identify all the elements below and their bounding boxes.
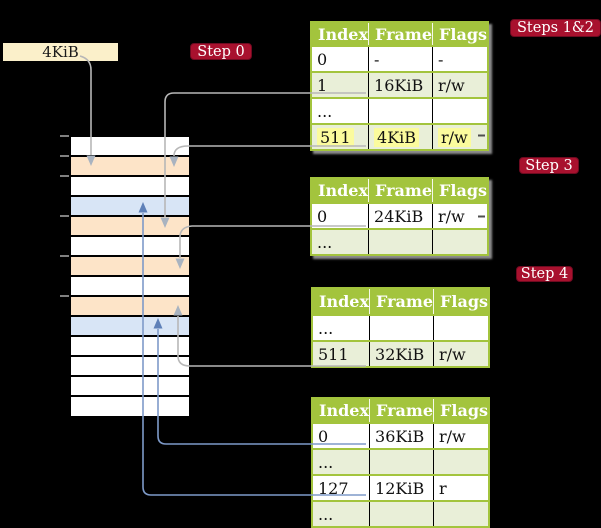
memory-row-9 [71, 297, 189, 317]
cell-frame [369, 448, 435, 475]
highlighted-value: 4KiB [374, 127, 420, 147]
highlighted-value: r/w [438, 127, 471, 147]
badge-step-0-label: Step 0 [197, 43, 245, 60]
memory-row-13 [71, 377, 189, 397]
cell-flags: - [432, 45, 489, 72]
header-index: Index [311, 22, 370, 46]
page-table-step-4-lower: Index Frame Flags 0 36KiB r/w ... 127 12… [311, 397, 491, 528]
cell-index: ... [311, 228, 370, 255]
cell-frame [368, 97, 434, 124]
cell-index: ... [311, 97, 370, 124]
table-header-row: Index Frame Flags [311, 22, 489, 46]
cell-frame: 16KiB [368, 71, 434, 98]
table-row: 511 32KiB r/w [312, 340, 490, 367]
cell-frame: 36KiB [369, 422, 435, 449]
cell-index: 511 [312, 340, 371, 367]
badge-step-4-label: Step 4 [520, 266, 569, 282]
header-flags: Flags [432, 178, 489, 203]
badge-step-3: Step 3 [519, 157, 579, 174]
cell-flags: r/w [433, 422, 490, 449]
cell-index: 511 [311, 123, 370, 150]
cell-flags [432, 97, 489, 124]
cell-frame [369, 314, 435, 341]
cell-flags: r/w [433, 340, 490, 367]
header-frame: Frame [369, 288, 435, 315]
page-table-step-3: Index Frame Flags 0 24KiB r/w ... [310, 177, 490, 256]
cell-frame [369, 500, 435, 527]
free-frame-size-label: 4KiB [42, 43, 79, 61]
cell-frame: 24KiB [368, 202, 434, 229]
cell-flags: r/w [432, 123, 489, 150]
cell-flags [433, 314, 490, 341]
physical-memory-stack [69, 135, 191, 418]
header-flags: Flags [433, 398, 490, 423]
table-row: ... [311, 97, 489, 124]
memory-row-10 [71, 317, 189, 337]
memory-row-8 [71, 277, 189, 297]
cell-flags [433, 500, 490, 527]
badge-step-0: Step 0 [190, 43, 252, 60]
free-frame-size-box: 4KiB [2, 42, 119, 62]
table-row: ... [312, 500, 490, 527]
header-flags: Flags [432, 22, 489, 46]
memory-row-11 [71, 337, 189, 357]
cell-index: 0 [311, 45, 370, 72]
cell-index: ... [312, 500, 371, 527]
badge-step-4: Step 4 [516, 266, 573, 282]
table-row: 1 16KiB r/w [311, 71, 489, 98]
header-frame: Frame [368, 22, 434, 46]
cell-index: ... [312, 448, 371, 475]
table-row: 0 24KiB r/w [311, 202, 489, 229]
memory-row-14 [71, 397, 189, 416]
table-header-row: Index Frame Flags [312, 288, 490, 315]
cell-index: 127 [312, 474, 371, 501]
memory-row-12 [71, 357, 189, 377]
cell-flags: r/w [432, 71, 489, 98]
header-flags: Flags [433, 288, 490, 315]
table-row: ... [312, 314, 490, 341]
cell-frame: 4KiB [368, 123, 434, 150]
memory-row-3 [71, 177, 189, 197]
cell-flags: r/w [432, 202, 489, 229]
cell-flags: r [433, 474, 490, 501]
table-row: 0 - - [311, 45, 489, 72]
badge-steps-1-2: Steps 1&2 [510, 19, 601, 37]
cell-index: 1 [311, 71, 370, 98]
table-row: 127 12KiB r [312, 474, 490, 501]
table-header-row: Index Frame Flags [311, 178, 489, 203]
cell-index: 0 [311, 202, 370, 229]
memory-row-4 [71, 197, 189, 217]
memory-address-ticks [60, 135, 69, 297]
table-header-row: Index Frame Flags [312, 398, 490, 423]
header-index: Index [311, 178, 370, 203]
header-index: Index [312, 288, 371, 315]
page-table-step-4-upper: Index Frame Flags ... 511 32KiB r/w [311, 287, 491, 368]
table-row-highlighted: 511 4KiB r/w [311, 123, 489, 150]
header-index: Index [312, 398, 371, 423]
memory-row-7 [71, 257, 189, 277]
badge-steps-1-2-label: Steps 1&2 [516, 20, 595, 36]
memory-row-6 [71, 237, 189, 257]
cell-frame: - [368, 45, 434, 72]
page-table-steps-1-2: Index Frame Flags 0 - - 1 16KiB r/w ... … [310, 21, 490, 151]
memory-row-5 [71, 217, 189, 237]
highlighted-value: 511 [317, 127, 354, 147]
cell-frame: 12KiB [369, 474, 435, 501]
cell-index: ... [312, 314, 371, 341]
memory-row-2 [71, 157, 189, 177]
table-row: ... [311, 228, 489, 255]
cell-index: 0 [312, 422, 371, 449]
header-frame: Frame [369, 398, 435, 423]
cell-flags [433, 448, 490, 475]
table-row: ... [312, 448, 490, 475]
cell-flags [432, 228, 489, 255]
cell-frame [368, 228, 434, 255]
memory-row-1 [71, 137, 189, 157]
header-frame: Frame [368, 178, 434, 203]
cell-frame: 32KiB [369, 340, 435, 367]
badge-step-3-label: Step 3 [525, 157, 573, 174]
table-row: 0 36KiB r/w [312, 422, 490, 449]
